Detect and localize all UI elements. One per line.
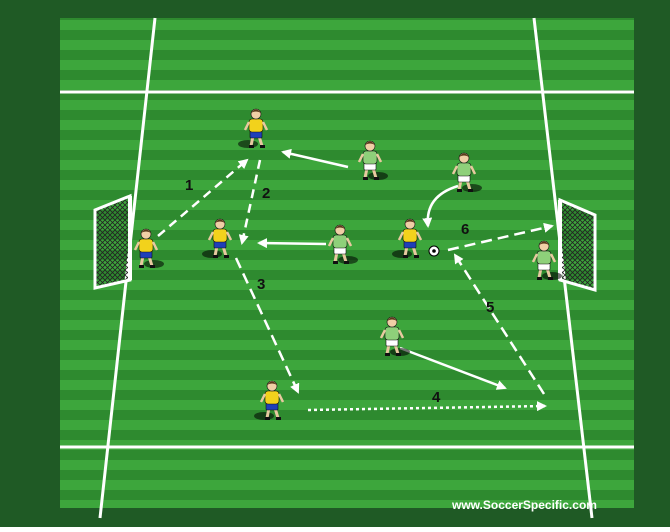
player-green-bottom-right: [379, 316, 410, 356]
press-arrow-top: [281, 148, 349, 169]
player-yellow-bottom: [254, 380, 285, 420]
player-yellow-top: [238, 108, 269, 148]
player-green-goalkeeper: [531, 240, 562, 280]
curved-run-arrow: [422, 184, 459, 228]
step-labels: 1 2 3 4 5 6: [185, 177, 494, 406]
player-yellow-ball-carrier: [392, 218, 423, 258]
right-goal-icon: [558, 197, 597, 292]
soccer-ball-icon: [428, 245, 440, 257]
player-yellow-goalkeeper: [133, 228, 164, 268]
shot-arrow-6: [447, 222, 554, 252]
player-green-middle: [327, 224, 358, 264]
player-green-upper-right: [451, 152, 482, 192]
player-green-top: [357, 140, 388, 180]
pass-arrow-5: [453, 253, 546, 395]
left-goal-icon: [93, 193, 132, 290]
step-label-3: 3: [257, 276, 265, 293]
press-arrow-middle: [257, 238, 327, 249]
player-yellow-middle: [202, 218, 233, 258]
step-label-1: 1: [185, 177, 193, 194]
step-label-2: 2: [262, 185, 270, 202]
movement-arrows: [157, 148, 554, 412]
step-label-6: 6: [461, 221, 469, 238]
watermark-text: www.SoccerSpecific.com: [451, 498, 597, 512]
run-arrow-3: [234, 257, 300, 394]
players-layer: [133, 108, 562, 420]
press-arrow-bottom: [399, 346, 507, 390]
step-label-4: 4: [432, 389, 441, 406]
pass-arrow-1: [157, 158, 249, 237]
step-label-5: 5: [486, 299, 494, 316]
